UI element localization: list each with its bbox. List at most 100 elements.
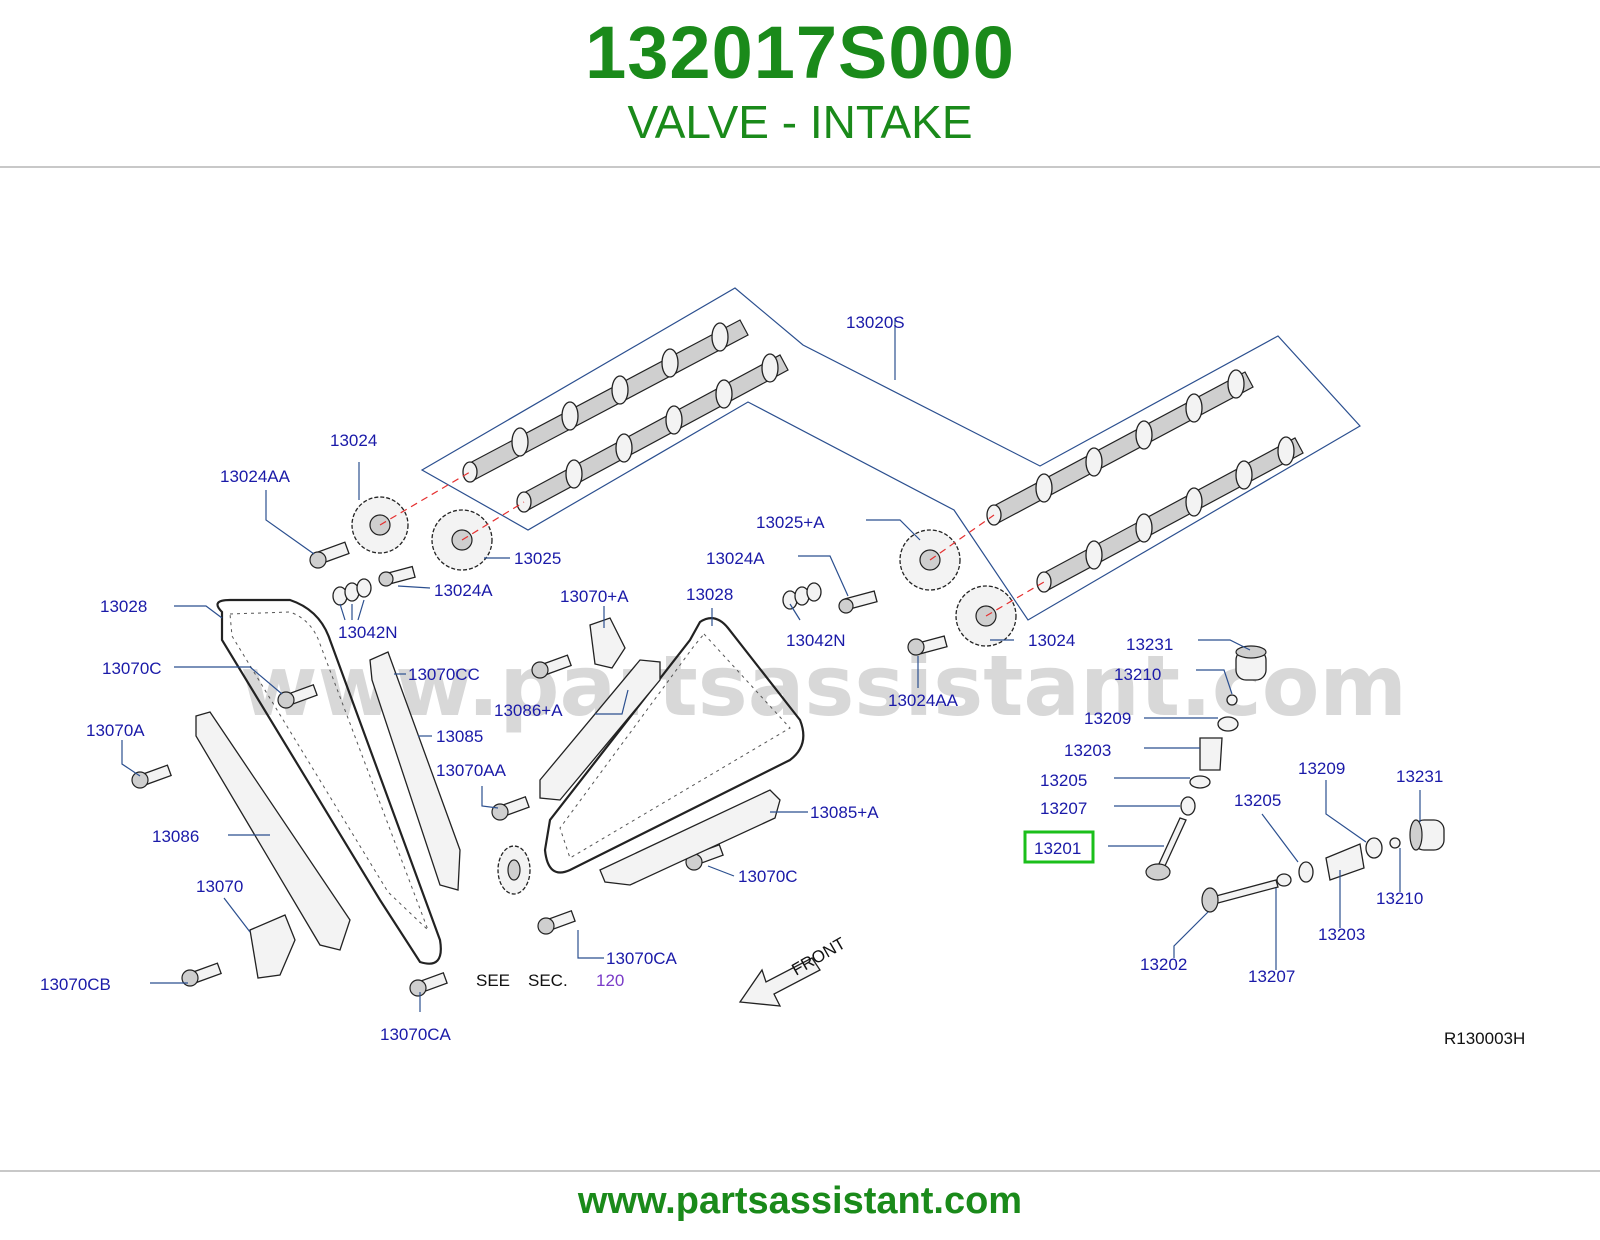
chain-guide-13085+A [599,789,781,886]
spring-seat-13205-upper [1189,775,1211,789]
bolt-13070CA-left [409,971,448,997]
label-13025: 13025 [514,549,561,568]
label-13070C-left: 13070C [102,659,162,678]
part-name-subtitle: VALVE - INTAKE [627,96,973,148]
leader-13070C-right [707,865,735,877]
leader-13205-lower [1261,813,1299,863]
right-camshaft-lower [1036,436,1304,593]
align-line-left-1 [379,471,471,526]
chain-guide-13085 [369,651,461,891]
align-line-left-2 [461,501,525,541]
spring-retainer-13209-upper [1217,716,1239,732]
bolt-13024AA-left [309,541,350,569]
label-13070CB: 13070CB [40,975,111,994]
spring-retainer-13209-lower [1365,837,1383,859]
label-13203-lower: 13203 [1318,925,1365,944]
label-13070CA-right: 13070CA [606,949,678,968]
valve-collet-13210-lower [1389,837,1401,849]
valve-spring-13203-lower [1325,843,1365,881]
label-13024A-left: 13024A [434,581,493,600]
chain-tensioner-13070 [249,914,296,979]
crank-sprocket [497,845,531,895]
camshaft-group-outline [420,287,1361,621]
label-13231-lower: 13231 [1396,767,1443,786]
label-13205-upper: 13205 [1040,771,1087,790]
leader-13070 [223,897,251,933]
highlight-box-13201 [1023,830,1095,864]
intake-valve-13201 [1145,817,1187,881]
sec-number-link[interactable]: 120 [596,971,624,990]
bolt-13070+A [531,654,572,679]
label-13201: 13201 [1034,839,1081,858]
label-13042N-left: 13042N [338,623,398,642]
page-header: 132017S000 VALVE - INTAKE [0,0,1600,168]
label-13085: 13085 [436,727,483,746]
label-13086plusA: 13086+A [494,701,563,720]
bolt-13070CA-right [537,909,576,935]
leader-13210-upper [1196,669,1233,695]
header-divider [0,166,1600,168]
label-13070C-right: 13070C [738,867,798,886]
leader-13209-lower [1325,780,1367,843]
footer-divider [0,1170,1600,1172]
watermark-text: www.partsassistant.com [240,637,1407,735]
right-camshaft-upper [986,369,1254,526]
label-13024A-right: 13024A [706,549,765,568]
leader-13231-upper [1198,639,1251,651]
leader-13086+A [595,689,629,715]
valve-seal-13207-upper [1180,796,1196,816]
bolt-13070C-right [685,843,724,871]
left-camshaft-upper [462,319,749,483]
label-13210-lower: 13210 [1376,889,1423,908]
label-13070CC: 13070CC [408,665,480,684]
part-number-title: 132017S000 [585,11,1015,94]
sec-label: SEC. [528,971,568,990]
leader-13202 [1173,911,1209,958]
chain-guide-13086+A [539,659,661,801]
front-direction-arrow [738,957,821,1007]
reference-code: R130003H [1444,1029,1525,1048]
timing-chain-left [216,598,442,965]
bolt-13024AA-right [907,635,948,656]
front-label: FRONT [789,934,849,980]
o-rings-13042N-left [332,578,372,606]
label-13070AA: 13070AA [436,761,507,780]
leader-13042N-left [339,599,365,621]
label-13028-right: 13028 [686,585,733,604]
leader-13028-left [174,605,223,619]
valve-collet-13210-upper [1226,694,1238,706]
label-13085plusA: 13085+A [810,803,879,822]
label-13086: 13086 [152,827,199,846]
valve-seal-13207-lower [1276,873,1292,887]
label-13070plusA: 13070+A [560,587,629,606]
label-13203-upper: 13203 [1064,741,1111,760]
leader-13070AA [481,786,499,809]
valve-lifter-13231-upper [1235,645,1267,681]
see-label: SEE [476,971,510,990]
o-rings-13042N-right [782,582,822,610]
label-13070CA-left: 13070CA [380,1025,452,1044]
bolt-13070A [131,764,172,789]
timing-chain-right-links [559,633,791,859]
bolt-13070C-left [277,683,318,709]
bolt-13024A-left [378,565,416,587]
leader-13070C-left [174,666,283,695]
leader-13070A [121,740,141,777]
label-13209-lower: 13209 [1298,759,1345,778]
parts-diagram: www.partsassistant.com [0,170,1600,1170]
label-13202: 13202 [1140,955,1187,974]
footer-website-link[interactable]: www.partsassistant.com [577,1180,1023,1222]
align-line-right-1 [929,514,995,561]
label-13210-upper: 13210 [1114,665,1161,684]
bolt-13070CB [181,962,222,987]
label-13024-right: 13024 [1028,631,1075,650]
label-13024AA-right: 13024AA [888,691,959,710]
leader-13070CA-right [577,930,604,959]
label-13024AA-left: 13024AA [220,467,291,486]
chain-guide-13086 [195,711,351,951]
exhaust-valve-13202 [1201,879,1279,913]
spring-seat-13205-lower [1298,861,1314,883]
leader-13025+A [866,519,921,541]
leader-13024AA-left [265,490,315,555]
label-13231-upper: 13231 [1126,635,1173,654]
